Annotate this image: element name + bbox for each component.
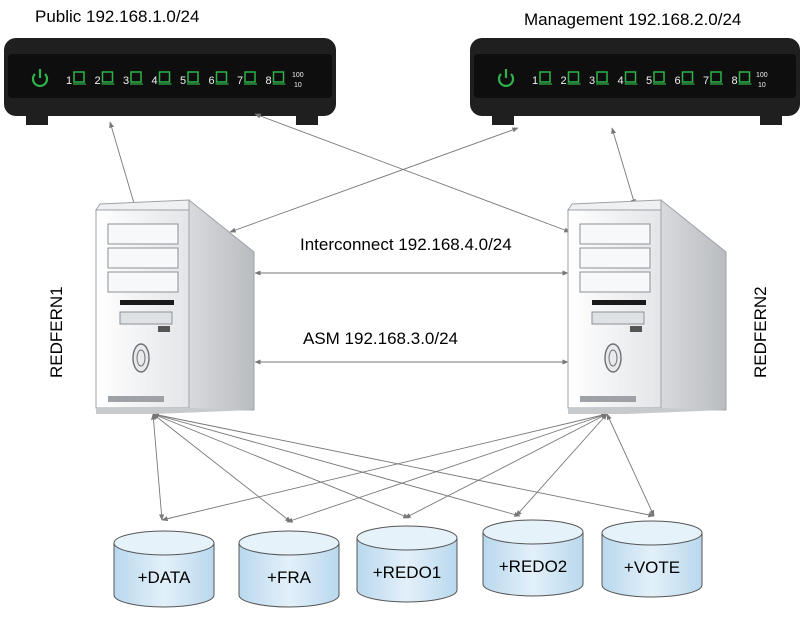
power-icon xyxy=(31,69,49,87)
switch-port-number: 5 xyxy=(646,75,652,87)
case-vent xyxy=(108,396,164,402)
port-led xyxy=(158,71,171,83)
status-led xyxy=(630,326,642,332)
switch-port-number: 8 xyxy=(266,75,272,87)
switch-port-number: 1 xyxy=(532,75,538,87)
server-name-redfern1: REDFERN1 xyxy=(47,286,66,378)
switch-foot xyxy=(760,114,782,125)
speed-label-top: 100 xyxy=(292,72,304,79)
public-switch: 1 2 3 4 5 6 7 8 100 10 xyxy=(4,38,336,125)
switch-foot xyxy=(296,114,318,125)
disk-label: +REDO2 xyxy=(499,557,568,576)
connection-links xyxy=(109,113,655,523)
power-icon xyxy=(497,69,515,87)
public-network-label: Public 192.168.1.0/24 xyxy=(35,7,199,26)
connection-arrow xyxy=(150,413,165,521)
case-base xyxy=(568,408,726,414)
drive-bay xyxy=(579,271,651,293)
drive-bay xyxy=(579,223,651,245)
port-led xyxy=(738,71,751,83)
disk-vote: +VOTE xyxy=(601,520,703,598)
case-top xyxy=(567,199,662,211)
switch-port-number: 5 xyxy=(180,75,186,87)
switch-port-number: 3 xyxy=(123,75,129,87)
switch-port-number: 3 xyxy=(589,75,595,87)
connection-arrow xyxy=(152,413,410,519)
disk-data: +DATA xyxy=(113,530,215,608)
case-base xyxy=(96,408,254,414)
connection-arrow xyxy=(254,113,571,233)
port-led xyxy=(624,71,637,83)
switch-port-number: 6 xyxy=(675,75,681,87)
port-led xyxy=(244,71,256,83)
switch-port-number: 7 xyxy=(237,75,243,87)
port-led xyxy=(539,71,551,83)
switch-port-number: 4 xyxy=(618,75,624,87)
connection-arrow xyxy=(109,121,137,211)
floppy-slot xyxy=(592,300,646,305)
speed-label-bottom: 10 xyxy=(294,82,302,89)
port-led xyxy=(272,71,285,83)
port-led xyxy=(215,71,228,83)
asm-network-label: ASM 192.168.3.0/24 xyxy=(303,329,458,348)
port-led xyxy=(73,71,85,83)
disk-redo2: +REDO2 xyxy=(482,519,584,597)
case-top xyxy=(95,199,190,211)
drive-bay xyxy=(107,223,179,245)
disk-label: +VOTE xyxy=(624,558,680,577)
drive-bay xyxy=(107,247,179,269)
connection-arrow xyxy=(152,412,655,518)
connection-arrow xyxy=(404,413,608,519)
status-led xyxy=(158,326,170,332)
front-bezel xyxy=(119,311,173,325)
port-led xyxy=(101,71,114,83)
disk-label: +REDO1 xyxy=(373,563,442,582)
server-redfern1 xyxy=(95,198,255,414)
port-led xyxy=(187,71,199,83)
port-led xyxy=(653,71,665,83)
server-redfern2 xyxy=(567,198,727,414)
switch-port-number: 1 xyxy=(66,75,72,87)
connection-arrow xyxy=(229,127,519,233)
disk-fra: +FRA xyxy=(238,530,340,608)
port-led xyxy=(130,71,142,83)
connection-arrow xyxy=(606,413,655,517)
management-network-label: Management 192.168.2.0/24 xyxy=(524,10,741,29)
port-led xyxy=(681,71,694,83)
connection-arrow xyxy=(161,412,608,522)
drive-bay xyxy=(579,247,651,269)
port-led xyxy=(596,71,608,83)
floppy-slot xyxy=(120,300,174,305)
management-switch: 1 2 3 4 5 6 7 8 100 10 xyxy=(470,38,800,125)
switch-port-number: 2 xyxy=(561,75,567,87)
connection-arrow xyxy=(611,127,636,206)
disk-redo1: +REDO1 xyxy=(356,525,458,603)
connection-arrow xyxy=(152,413,521,517)
speed-label-top: 100 xyxy=(756,72,768,79)
speed-label-bottom: 10 xyxy=(758,82,766,89)
interconnect-network-label: Interconnect 192.168.4.0/24 xyxy=(300,235,512,254)
switch-foot xyxy=(492,114,514,125)
switch-port-number: 6 xyxy=(209,75,215,87)
port-led xyxy=(567,71,580,83)
server-name-redfern2: REDFERN2 xyxy=(751,286,770,378)
switch-port-number: 2 xyxy=(95,75,101,87)
switch-port-number: 8 xyxy=(732,75,738,87)
disk-label: +DATA xyxy=(138,568,191,587)
server-power-button xyxy=(604,343,622,373)
front-bezel xyxy=(591,311,645,325)
asm-disk-groups: +DATA +FRA +REDO1 +REDO2 +VOTE xyxy=(113,519,703,608)
switch-port-number: 4 xyxy=(152,75,158,87)
case-vent xyxy=(580,396,636,402)
switch-port-number: 7 xyxy=(703,75,709,87)
case-side xyxy=(660,198,727,411)
drive-bay xyxy=(107,271,179,293)
server-power-button xyxy=(132,343,150,373)
port-led xyxy=(710,71,722,83)
switch-foot xyxy=(26,114,48,125)
disk-label: +FRA xyxy=(267,568,312,587)
case-side xyxy=(188,198,255,411)
